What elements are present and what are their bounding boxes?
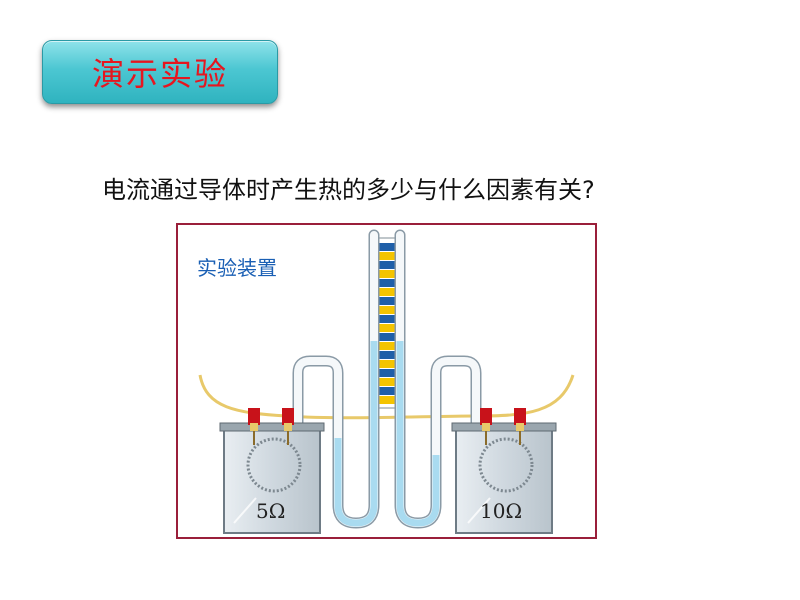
right-container: 10Ω <box>451 408 557 534</box>
question-text: 电流通过导体时产生热的多少与什么因素有关? <box>102 176 595 204</box>
scale-band <box>379 360 395 368</box>
right-resistor-label: 10Ω <box>480 499 522 523</box>
wire <box>198 374 575 420</box>
apparatus-diagram: 5Ω 10Ω <box>198 229 575 534</box>
scale-band <box>379 270 395 278</box>
scale-ruler <box>375 237 399 409</box>
scale-band <box>379 297 395 305</box>
scale-band <box>379 387 395 395</box>
scale-band <box>379 261 395 269</box>
scale-band <box>379 351 395 359</box>
right-u-tube <box>394 229 482 529</box>
scale-band <box>379 369 395 377</box>
scale-band <box>379 378 395 386</box>
scale-band <box>379 315 395 323</box>
title-text: 演示实验 <box>91 55 228 93</box>
scale-band <box>379 342 395 350</box>
scale-band <box>379 243 395 251</box>
left-u-tube <box>292 229 380 529</box>
left-resistor-label: 5Ω <box>256 499 285 523</box>
scale-band <box>379 252 395 260</box>
scale-band <box>379 288 395 296</box>
scale-band <box>379 396 395 404</box>
apparatus-label: 实验装置 <box>197 256 277 280</box>
scale-band <box>379 306 395 314</box>
left-container: 5Ω <box>219 408 325 534</box>
scale-band <box>379 324 395 332</box>
scale-band <box>379 333 395 341</box>
scale-band <box>379 279 395 287</box>
title-badge: 演示实验 <box>42 40 278 104</box>
